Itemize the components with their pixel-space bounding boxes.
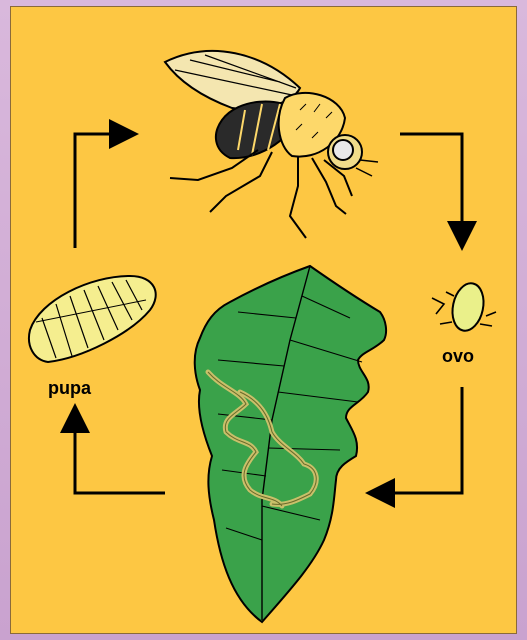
pupa-label: pupa (48, 378, 91, 399)
leaf-illustration (195, 266, 386, 622)
arrow-fly-to-egg (400, 134, 462, 236)
egg-illustration (432, 280, 496, 333)
arrow-pupa-to-fly (75, 134, 124, 248)
arrow-egg-to-leaf (380, 387, 462, 493)
arrow-leaf-to-pupa (75, 418, 165, 493)
pupa-illustration (29, 276, 156, 362)
egg-label: ovo (442, 346, 474, 367)
adult-fly-illustration (165, 51, 378, 238)
